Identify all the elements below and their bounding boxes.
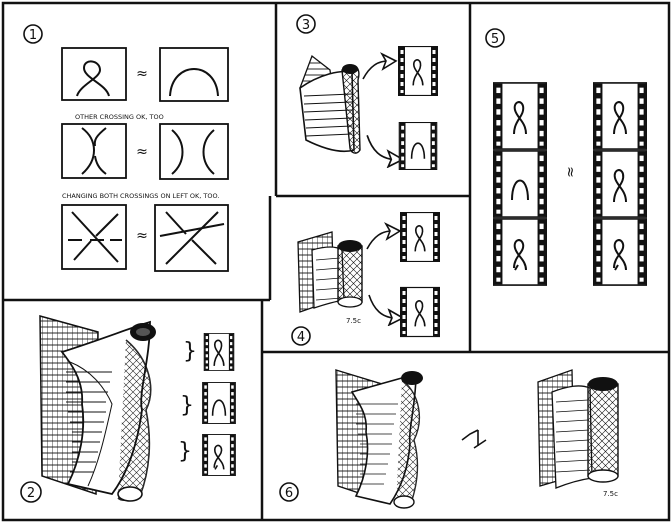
panel-number-1: 1 (23, 24, 43, 44)
panel-6: ≈ 7.5c 6 (279, 369, 619, 509)
triple-crossing-changed-icon (159, 211, 225, 265)
svg-text:2: 2 (27, 486, 35, 501)
triple-crossing-changed-box (154, 204, 229, 272)
arrow-icon (366, 223, 401, 250)
triple-crossing-icon (68, 211, 122, 263)
right-film-strip (593, 82, 647, 286)
svg-text:3: 3 (302, 18, 310, 33)
roll-cylinder (587, 383, 619, 477)
arrow-icon (366, 134, 404, 168)
panel-number-3: 3 (296, 14, 316, 34)
panel-3: 3 (296, 14, 438, 170)
panel-4: 7.5c 4 (291, 212, 440, 346)
film-frame (493, 150, 547, 218)
panel-number-4: 4 (291, 326, 311, 346)
brace: } (180, 393, 194, 418)
film-frame (202, 382, 236, 424)
cap-icon (169, 68, 219, 97)
brace: } (183, 339, 197, 364)
panel-1: 1 ≈ OTHER CROSSING OK, TOO ≈ CHANGING BO… (23, 24, 229, 272)
equivalence-mark: ≈ (136, 66, 148, 82)
brace: } (178, 439, 192, 464)
roll-cylinder (337, 245, 363, 303)
arrow-icon (362, 53, 397, 80)
panel-5: 5 ≈ (485, 28, 647, 286)
svg-text:6: 6 (285, 486, 293, 501)
caption-both-crossings: CHANGING BOTH CROSSINGS ON LEFT OK, TOO. (62, 192, 219, 200)
roll-label: 7.5c (603, 490, 618, 498)
panel-number-2: 2 (20, 481, 42, 503)
panel-number-6: 6 (279, 482, 299, 502)
svg-text:5: 5 (491, 32, 499, 47)
equivalence-mark: ≈ (562, 166, 578, 178)
film-frame (398, 122, 438, 170)
crossing-cap-icon (76, 60, 110, 97)
roll-label: 7.5c (346, 317, 361, 325)
caption-other-crossing: OTHER CROSSING OK, TOO (75, 113, 164, 121)
panel-2: } } } 2 (20, 315, 236, 503)
parallel-arcs-icon (171, 129, 184, 175)
equivalence-mark: ≈ (136, 144, 148, 160)
equivalence-mark: ≈ (478, 440, 479, 442)
parallel-arcs-box (159, 123, 229, 180)
crossing-cap-box (61, 47, 127, 101)
double-crossing-icon (81, 127, 95, 175)
arrow-icon (368, 294, 404, 326)
left-film-strip (493, 82, 547, 286)
svg-text:1: 1 (29, 28, 37, 43)
equivalence-mark: ≈ (136, 228, 148, 244)
svg-text:4: 4 (297, 330, 305, 345)
panel-number-5: 5 (485, 28, 505, 48)
